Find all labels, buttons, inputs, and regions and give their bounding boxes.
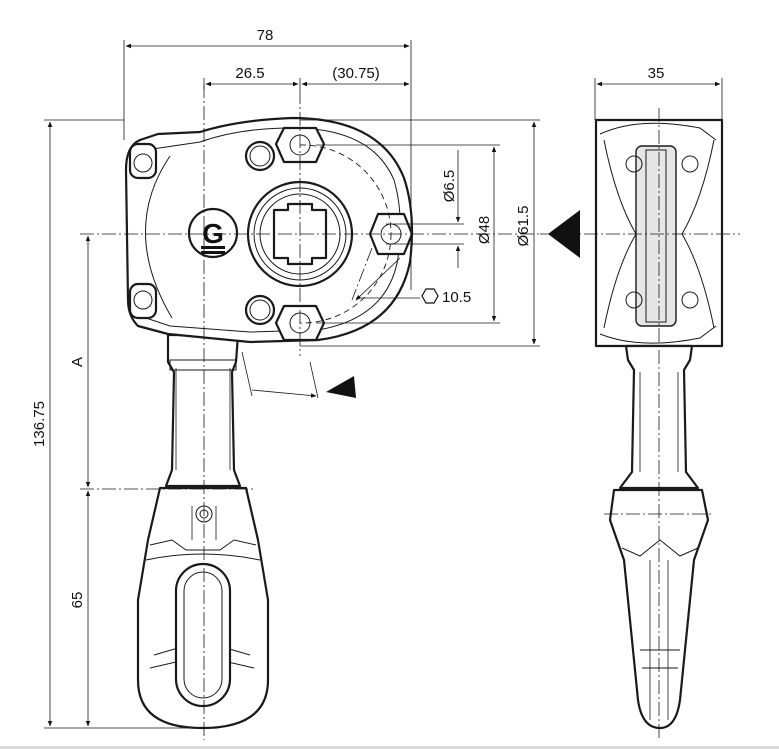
- dim-variable-height: A: [69, 357, 86, 367]
- dim-right-offset: (30.75): [332, 65, 380, 82]
- view-arrow-icon: [548, 210, 580, 258]
- dim-hex-size: 10.5: [442, 289, 471, 306]
- hex-symbol-icon: [421, 288, 439, 304]
- view-arrow-small-icon: [326, 376, 356, 398]
- front-view: G: [80, 84, 540, 740]
- dim-body-diameter: Ø61.5: [515, 206, 532, 247]
- dim-bolt-circle: Ø48: [476, 216, 493, 244]
- eye-slot: [174, 562, 232, 708]
- dimension-lines: [44, 40, 723, 729]
- dim-left-offset: 26.5: [235, 65, 264, 82]
- stem: [164, 333, 242, 488]
- dim-overall-height: 136.75: [31, 401, 48, 447]
- dim-overall-width: 78: [257, 27, 274, 44]
- brand-logo: [187, 207, 239, 259]
- bottom-border: [0, 746, 779, 749]
- dim-side-width: 35: [648, 65, 665, 82]
- dim-hole-diameter: Ø6.5: [441, 170, 458, 203]
- dim-eye-height: 65: [69, 592, 86, 609]
- brand-logo-letter: G: [202, 218, 224, 249]
- side-view: [540, 108, 740, 740]
